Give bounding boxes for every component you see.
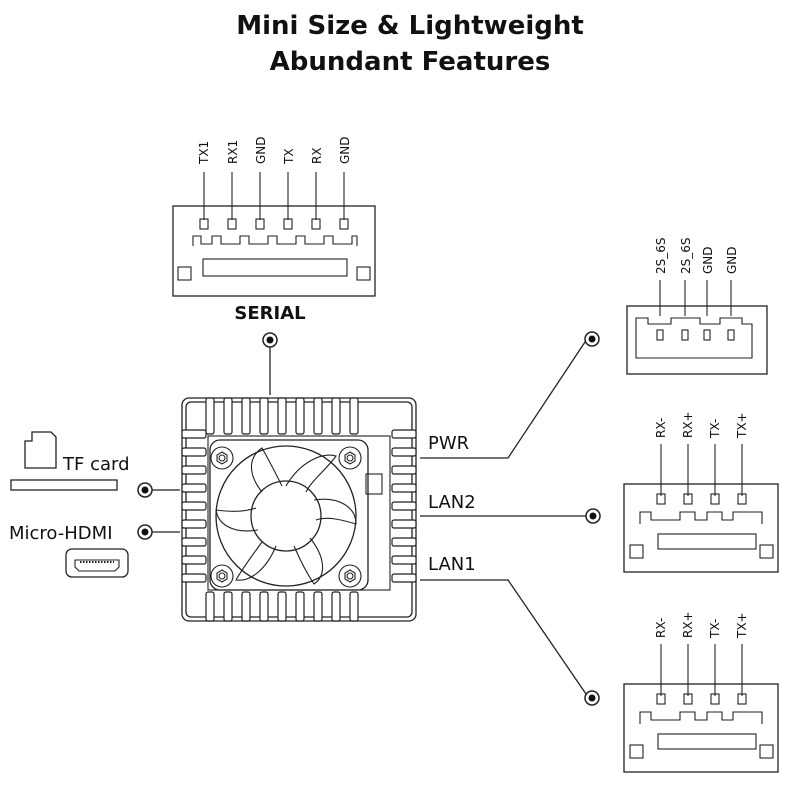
serial-pin-label: TX	[282, 148, 296, 165]
serial-pin-label: TX1	[197, 141, 211, 165]
lan2-pin-label: TX+	[735, 412, 749, 439]
lan1-connector: RX- RX+ TX- TX+	[623, 611, 779, 773]
fan-icon	[209, 439, 369, 591]
serial-pin-label: RX	[310, 147, 324, 164]
serial-pin-label: GND	[254, 136, 268, 164]
lan1-pin-label: RX-	[654, 618, 668, 638]
pwr-pin-label: 2S_6S	[654, 237, 668, 274]
pwr-pin-label: 2S_6S	[679, 237, 693, 274]
lan1-pin-label: TX+	[735, 612, 749, 639]
micro-hdmi-port-icon	[65, 548, 129, 578]
lan1-pin-label: TX-	[708, 619, 722, 639]
lan1-pin-label: RX+	[681, 611, 695, 638]
tf-card-label: TF card	[62, 454, 130, 475]
serial-pin-label: RX1	[226, 140, 240, 164]
lan2-pin-label: RX+	[681, 411, 695, 438]
pwr-pin-label: GND	[725, 246, 739, 274]
micro-hdmi-label: Micro-HDMI	[9, 523, 113, 544]
lan2-pin-label: TX-	[708, 419, 722, 439]
serial-label: SERIAL	[234, 303, 305, 324]
heatsink-module	[181, 397, 417, 622]
serial-pin-label: GND	[338, 136, 352, 164]
pwr-pin-label: GND	[701, 246, 715, 274]
pwr-connector: 2S_6S 2S_6S GND GND	[626, 237, 768, 375]
title-line-2: Abundant Features	[270, 47, 551, 77]
sd-card-icon	[24, 431, 57, 469]
tf-card-slot	[10, 479, 118, 491]
lan2-label: LAN2	[428, 492, 476, 513]
serial-connector: TX1 RX1 GND TX RX GND	[172, 136, 376, 297]
lan2-connector: RX- RX+ TX- TX+	[623, 411, 779, 573]
pwr-label: PWR	[428, 433, 469, 454]
title-line-1: Mini Size & Lightweight	[236, 11, 584, 41]
lan2-pin-label: RX-	[654, 418, 668, 438]
lan1-label: LAN1	[428, 554, 476, 575]
